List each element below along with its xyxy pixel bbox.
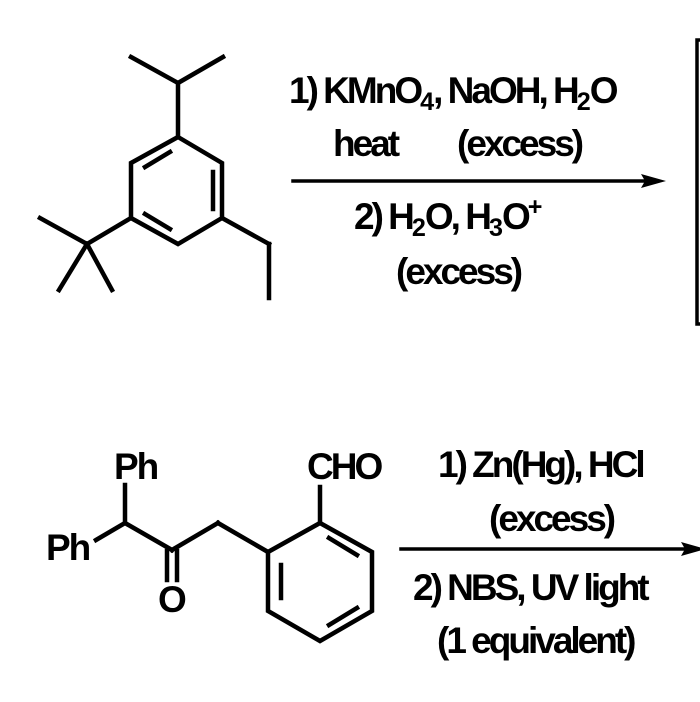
aldehyde-label: CHO — [307, 446, 383, 487]
starting-material-2-structure — [92, 482, 375, 644]
carbonyl-oxygen-label: O — [158, 579, 187, 620]
reagent-text: 2) H — [354, 196, 415, 237]
reaction-1-conditions-line-3: 2) H2O, H3O+ — [354, 195, 542, 241]
reaction-arrow-2 — [399, 542, 700, 556]
subscript: 2 — [576, 88, 591, 117]
reagent-text: O — [501, 196, 531, 237]
reagent-text: O, H — [424, 196, 492, 237]
reaction-arrow-1 — [291, 174, 666, 188]
reaction-1-conditions-line-2b: (excess) — [457, 123, 584, 164]
reaction-1-conditions-line-2a: heat — [333, 123, 400, 164]
reagent-text: , NaOH, H — [433, 70, 580, 111]
reaction-2-conditions-line-2: (excess) — [489, 498, 616, 539]
reaction-1-conditions-line-1: 1) KMnO4, NaOH, H2O — [289, 70, 619, 115]
phenyl-label-top: Ph — [114, 446, 159, 487]
reaction-2-conditions-line-1: 1) Zn(Hg), HCl — [438, 444, 646, 485]
subscript: 2 — [411, 214, 426, 243]
starting-material-1-structure — [36, 53, 273, 301]
product-answer-box — [695, 38, 700, 326]
reaction-1-conditions-line-4: (excess) — [396, 251, 523, 292]
reaction-2-conditions-line-3: 2) NBS, UV light — [413, 567, 650, 608]
subscript: 3 — [488, 214, 503, 243]
reagent-text: O — [589, 70, 619, 111]
reaction-2-conditions-line-4: (1 equivalent) — [437, 620, 636, 661]
reagent-text: 1) KMnO — [289, 70, 423, 111]
subscript: 4 — [420, 88, 434, 117]
superscript: + — [527, 193, 543, 222]
phenyl-label-left: Ph — [46, 527, 91, 568]
